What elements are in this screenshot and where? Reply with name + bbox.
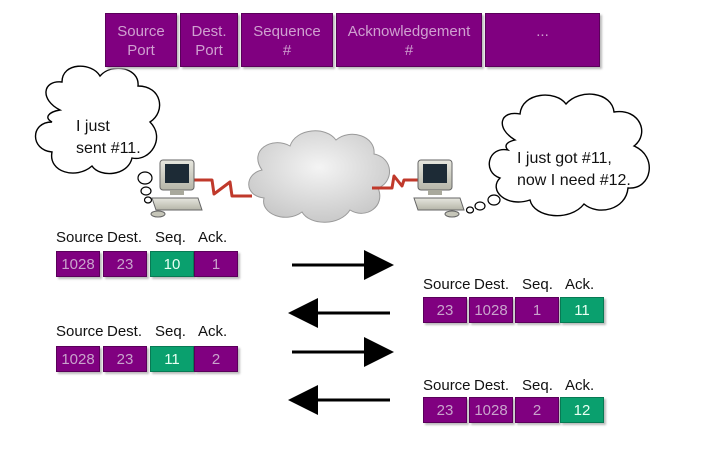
label-dest: Dest. [107,229,143,246]
header-field-more: ... [485,13,600,67]
label-ack: Ack. [565,377,595,394]
cell-source: 23 [423,297,467,323]
left-thought-bubble [35,65,161,204]
label-dest: Dest. [107,323,143,340]
label-seq: Seq. [522,377,553,394]
header-field-sequence: Sequence # [241,13,333,67]
right-link [372,174,418,190]
cell-ack: 11 [560,297,604,323]
left-bubble-text: I just sent #11. [76,118,141,157]
cell-seq: 2 [515,397,559,423]
label-seq: Seq. [155,229,186,246]
label-ack: Ack. [198,229,228,246]
cell-source: 1028 [56,251,100,277]
header-field-source-port: Source Port [105,13,177,67]
cell-source: 23 [423,397,467,423]
cell-ack: 12 [560,397,604,423]
header-field-acknowledgement: Acknowledgement # [336,13,482,67]
label-ack: Ack. [198,323,228,340]
label-source: Source [423,276,471,293]
left-link [192,178,252,198]
cell-source: 1028 [56,346,100,372]
cell-seq: 10 [150,251,194,277]
label-seq: Seq. [155,323,186,340]
cell-dest: 1028 [469,297,513,323]
cell-dest: 1028 [469,397,513,423]
cell-dest: 23 [103,251,147,277]
label-source: Source [423,377,471,394]
label-dest: Dest. [474,377,510,394]
cell-seq: 11 [150,346,194,372]
cell-ack: 1 [194,251,238,277]
label-seq: Seq. [522,276,553,293]
network-cloud [248,130,390,223]
right-computer-icon [413,159,465,218]
label-source: Source [56,323,104,340]
left-computer-icon [150,159,203,218]
label-dest: Dest. [474,276,510,293]
cell-ack: 2 [194,346,238,372]
right-bubble-text: I just got #11, now I need #12. [517,150,631,189]
label-ack: Ack. [565,276,595,293]
cell-dest: 23 [103,346,147,372]
label-source: Source [56,229,104,246]
cell-seq: 1 [515,297,559,323]
header-field-dest-port: Dest. Port [180,13,238,67]
right-thought-bubble [465,93,650,217]
